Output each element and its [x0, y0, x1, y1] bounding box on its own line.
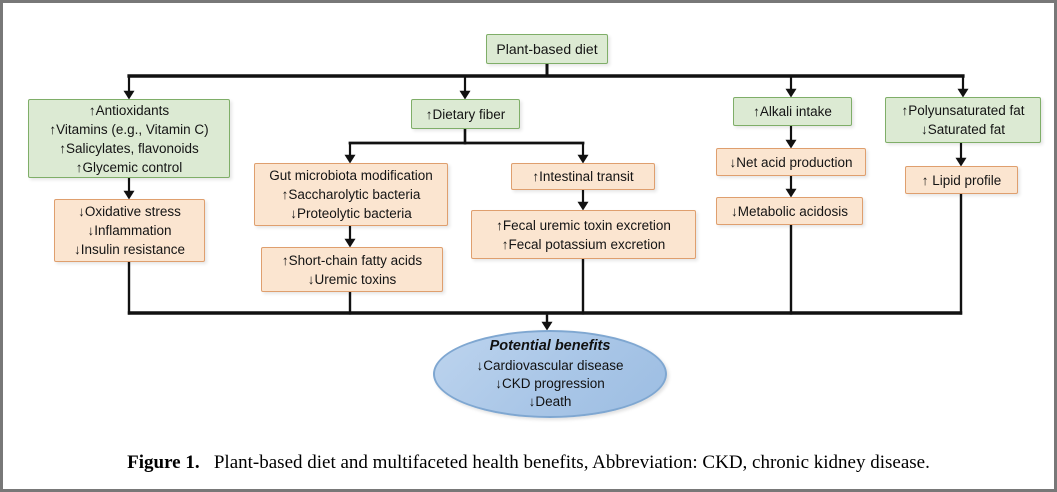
- node-line: ↑Antioxidants: [88, 102, 170, 118]
- node-line: ↓Uremic toxins: [307, 271, 397, 287]
- node-alkali-intake: ↑Alkali intake: [733, 97, 852, 126]
- node-antioxidants: ↑Antioxidants ↑Vitamins (e.g., Vitamin C…: [28, 99, 230, 178]
- node-line: ↑Saccharolytic bacteria: [281, 187, 421, 202]
- node-label: ↑Dietary fiber: [425, 106, 506, 122]
- node-label: ↑Alkali intake: [753, 104, 832, 119]
- figure-caption-text: Plant-based diet and multifaceted health…: [213, 452, 930, 473]
- node-line: ↓Inflammation: [87, 223, 172, 238]
- node-potential-benefits: Potential benefits ↓Cardiovascular disea…: [433, 330, 667, 418]
- node-metabolic-acidosis: ↓Metabolic acidosis: [716, 197, 863, 225]
- node-label: ↑ Lipid profile: [921, 172, 1002, 188]
- node-line: ↑Fecal potassium excretion: [501, 236, 666, 252]
- figure-caption: Figure 1. Plant-based diet and multiface…: [3, 452, 1054, 474]
- node-line: Gut microbiota modification: [269, 168, 433, 183]
- node-line: ↑Vitamins (e.g., Vitamin C): [49, 121, 209, 137]
- node-line: ↑Polyunsaturated fat: [901, 103, 1025, 118]
- node-line: ↑Short-chain fatty acids: [281, 252, 423, 268]
- node-label: Plant-based diet: [496, 40, 598, 57]
- node-label: ↓Metabolic acidosis: [730, 203, 849, 219]
- benefit-line: ↓Cardiovascular disease: [476, 358, 624, 373]
- node-lipid-profile: ↑ Lipid profile: [905, 166, 1018, 194]
- node-line: ↓Oxidative stress: [78, 204, 181, 219]
- node-dietary-fiber: ↑Dietary fiber: [411, 99, 520, 129]
- benefit-line: ↓CKD progression: [495, 376, 605, 391]
- node-line: ↓Saturated fat: [920, 122, 1006, 137]
- node-label: ↑Intestinal transit: [532, 169, 634, 184]
- node-intestinal-transit: ↑Intestinal transit: [511, 163, 655, 190]
- node-line: ↓Proteolytic bacteria: [290, 206, 412, 221]
- node-oxidative-stress: ↓Oxidative stress ↓Inflammation ↓Insulin…: [54, 199, 205, 262]
- node-line: ↑Fecal uremic toxin excretion: [496, 217, 671, 233]
- node-line: ↓Insulin resistance: [73, 242, 186, 257]
- node-fecal-excretion: ↑Fecal uremic toxin excretion ↑Fecal pot…: [471, 210, 696, 259]
- figure-caption-label: Figure 1.: [127, 452, 200, 473]
- node-polyunsaturated-fat: ↑Polyunsaturated fat ↓Saturated fat: [885, 97, 1041, 143]
- node-gut-microbiota: Gut microbiota modification ↑Saccharolyt…: [254, 163, 448, 226]
- node-label: ↓Net acid production: [729, 154, 853, 170]
- node-short-chain-fatty-acids: ↑Short-chain fatty acids ↓Uremic toxins: [261, 247, 443, 292]
- node-plant-based-diet: Plant-based diet: [486, 34, 608, 64]
- node-line: ↑Salicylates, flavonoids: [59, 140, 199, 156]
- benefit-line: ↓Death: [528, 394, 572, 409]
- benefits-title: Potential benefits: [489, 338, 611, 354]
- node-line: ↑Glycemic control: [75, 159, 183, 175]
- node-net-acid-production: ↓Net acid production: [716, 148, 866, 176]
